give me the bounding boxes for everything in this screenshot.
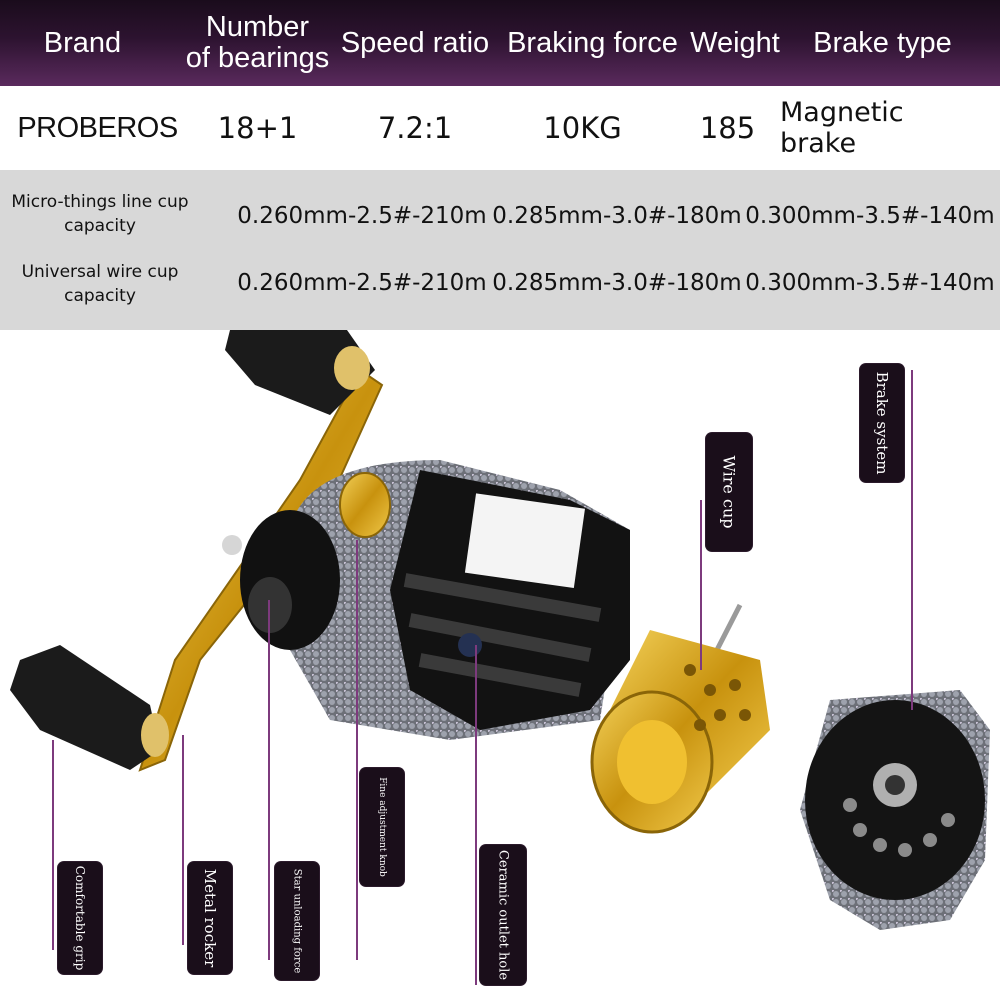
header-speed-ratio: Speed ratio — [340, 26, 490, 59]
capacity-value: 0.300mm-3.5#-140m — [745, 203, 995, 229]
callout-metal-rocker: Metal rocker — [188, 862, 232, 974]
header-weight: Weight — [690, 26, 780, 59]
leader-line — [356, 540, 358, 960]
callout-label: Brake system — [873, 371, 891, 475]
brake-system-plate — [800, 690, 990, 930]
callout-brake-system: Brake system — [860, 364, 904, 482]
leader-line — [268, 600, 270, 960]
leader-line — [52, 740, 54, 950]
capacity-value: 0.300mm-3.5#-140m — [745, 270, 995, 296]
spec-braking-force: 10KG — [543, 111, 622, 145]
callout-wire-cup: Wire cup — [706, 433, 752, 551]
header-braking-force: Braking force — [507, 26, 678, 59]
callout-label: Star unloading force — [291, 868, 303, 974]
handle-knob-bottom — [10, 645, 169, 770]
handle-knob-top — [225, 330, 375, 415]
capacity-value: 0.260mm-2.5#-210m — [237, 270, 487, 296]
leader-line — [475, 645, 477, 985]
callout-label: Wire cup — [719, 455, 739, 529]
callout-ceramic-outlet-hole: Ceramic outlet hole — [480, 845, 526, 985]
leader-line — [700, 500, 702, 670]
star-drag — [222, 510, 340, 650]
reel-illustration — [10, 330, 990, 930]
spec-header-bar: Brand Number of bearings Speed ratio Bra… — [0, 0, 1000, 86]
fine-adjustment-knob — [339, 472, 391, 538]
header-brake-type: Brake type — [813, 26, 952, 59]
spec-speed-ratio: 7.2:1 — [377, 111, 453, 145]
callout-fine-adjustment-knob: Fine adjustment knob — [360, 768, 404, 886]
callout-label: Comfortable grip — [73, 865, 87, 971]
wire-cup-spool — [590, 603, 770, 834]
callout-label: Ceramic outlet hole — [495, 849, 511, 981]
spec-weight: 185 — [699, 111, 756, 145]
capacity-value: 0.260mm-2.5#-210m — [237, 203, 487, 229]
header-brand: Brand — [43, 26, 122, 59]
leader-line — [182, 735, 184, 945]
spec-values-row: PROBEROS 18+1 7.2:1 10KG 185 Magnetic br… — [0, 86, 1000, 170]
capacity-table: Micro-things line cup capacity 0.260mm-2… — [0, 170, 1000, 330]
header-bearings: Number of bearings — [185, 11, 330, 74]
callout-comfortable-grip: Comfortable grip — [58, 862, 102, 974]
capacity-label-micro: Micro-things line cup capacity — [11, 192, 189, 236]
leader-line — [911, 370, 913, 710]
callout-label: Fine adjustment knob — [377, 777, 387, 877]
spec-brand: PROBEROS — [17, 111, 178, 144]
spec-bearings: 18+1 — [217, 111, 298, 145]
capacity-value: 0.285mm-3.0#-180m — [492, 203, 742, 229]
spec-brake-type: Magnetic brake — [780, 97, 904, 159]
callout-label: Metal rocker — [201, 868, 219, 968]
capacity-label-universal: Universal wire cup capacity — [21, 262, 179, 306]
callout-star-unloading-force: Star unloading force — [275, 862, 319, 980]
capacity-value: 0.285mm-3.0#-180m — [492, 270, 742, 296]
